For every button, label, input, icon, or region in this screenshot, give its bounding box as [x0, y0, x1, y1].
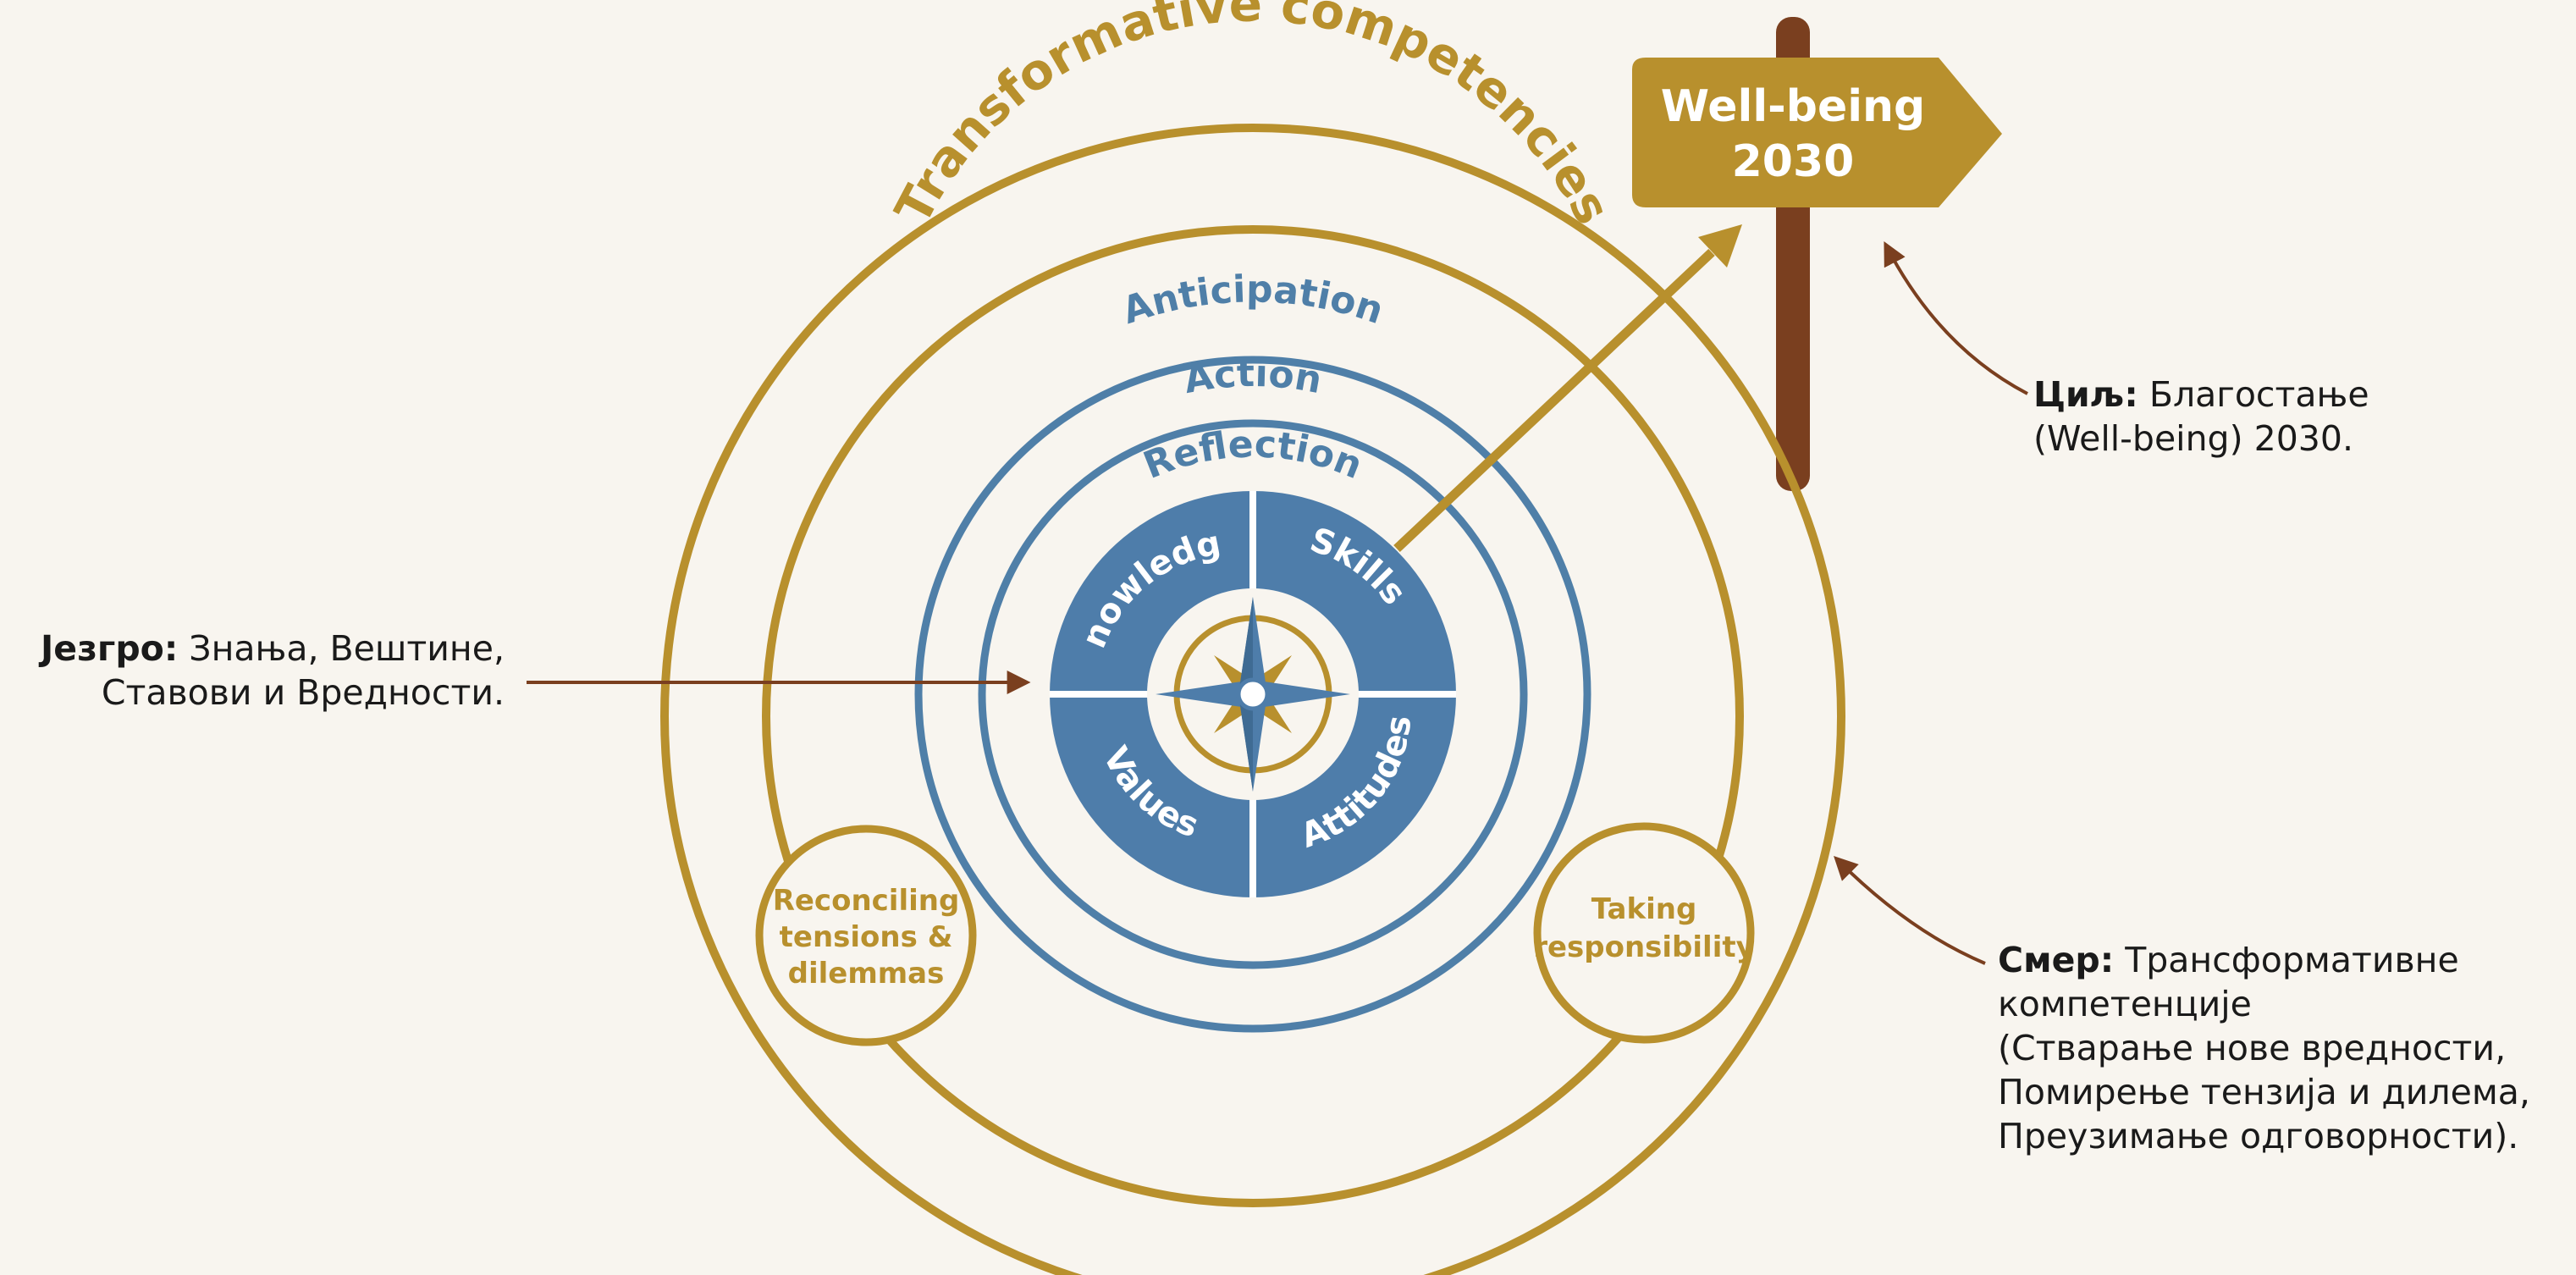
goal-annotation-label: Циљ:: [2033, 374, 2138, 415]
anticipation-ring: [914, 356, 1591, 1033]
outer-ring: [660, 124, 1845, 1275]
direction-annotation-label: Смер:: [1998, 940, 2115, 980]
core-annotation-label: Језгро:: [41, 628, 179, 669]
goal-annotation-line1: Благостање: [2137, 374, 2369, 415]
action-ring: [978, 419, 1528, 969]
transformative-title: Transformative competencies: [884, 0, 1622, 234]
direction-annotation: Смер: Трансформативне компетенције (Ства…: [1998, 938, 2530, 1158]
competency-left-line3: dilemmas: [788, 957, 945, 991]
competency-right-line2: responsibility: [1533, 930, 1755, 964]
competency-circle-right: Taking responsibility: [1533, 822, 1755, 1044]
signpost: Well-being 2030: [1632, 17, 2002, 491]
direction-arrow: [1393, 224, 1742, 553]
core-annotation-line1: Знања, Вештине,: [178, 628, 505, 669]
core-annotation-line2: Ставови и Вредности.: [101, 672, 505, 713]
compass-rose-icon: [1156, 597, 1350, 792]
signpost-line1: Well-being: [1661, 81, 1926, 132]
action-label: Action: [1181, 352, 1326, 402]
transformative-ring: [762, 225, 1744, 1207]
core-annotation: Језгро: Знања, Вештине, Ставови и Вредно…: [41, 626, 505, 715]
anticipation-label: Anticipation: [1117, 268, 1389, 333]
competency-circle-left: Reconciling tensions & dilemmas: [755, 825, 977, 1046]
direction-annotation-line4: Помирење тензија и дилема,: [1998, 1072, 2530, 1112]
direction-annotation-line2: компетенције: [1998, 984, 2252, 1024]
signpost-board: [1632, 58, 2002, 207]
goal-annotation-line2: (Well-being) 2030.: [2033, 418, 2353, 459]
direction-annotation-line1: Трансформативне: [2114, 940, 2459, 980]
competency-right-line1: Taking: [1591, 892, 1697, 926]
signpost-line2: 2030: [1732, 136, 1855, 187]
direction-annotation-line5: Преузимање одговорности).: [1998, 1116, 2519, 1156]
goal-pointer-arrow: [1884, 241, 2028, 395]
direction-annotation-line3: (Стварање нове вредности,: [1998, 1028, 2507, 1068]
goal-annotation: Циљ: Благостање (Well-being) 2030.: [2033, 373, 2369, 461]
competency-left-line2: tensions &: [780, 920, 953, 954]
competency-left-line1: Reconciling: [773, 884, 960, 918]
direction-pointer-arrow: [1834, 856, 1986, 965]
